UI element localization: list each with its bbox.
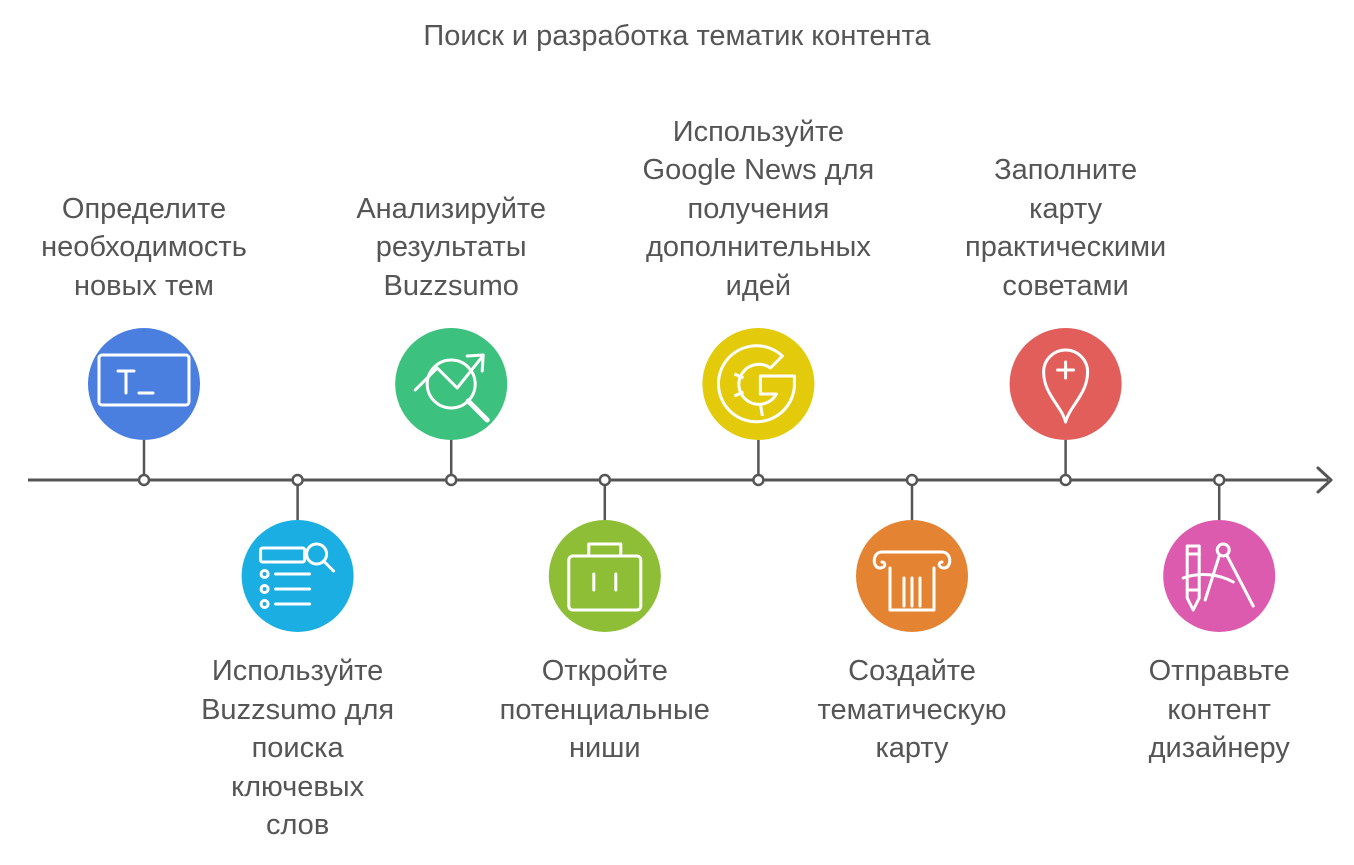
step6-circle bbox=[856, 520, 968, 632]
briefcase-icon bbox=[567, 542, 643, 612]
step5-label-line: получения bbox=[687, 192, 830, 225]
step5-label-line: Google News для bbox=[642, 154, 875, 186]
column-icon bbox=[872, 550, 952, 612]
step2-label-line: Buzzsumo для bbox=[201, 693, 395, 726]
step7-axis-node bbox=[1059, 473, 1072, 487]
step4-axis-node bbox=[598, 473, 612, 487]
trend-search-icon bbox=[413, 353, 490, 423]
step7-label-line: советами bbox=[1002, 269, 1129, 302]
timeline-arrow-head bbox=[1316, 466, 1333, 494]
step8-label-line: Отправьте bbox=[1148, 655, 1290, 687]
step4-label-line: Откройте bbox=[541, 655, 668, 687]
step6-label-line: тематическую bbox=[817, 693, 1007, 726]
step6-axis-node bbox=[905, 473, 919, 487]
map-pin-plus-icon bbox=[1042, 348, 1090, 424]
step6-label: Создайте тематическую карту bbox=[782, 652, 1042, 768]
step7-label-line: карту bbox=[1029, 192, 1103, 225]
step8-label: Отправьте контент дизайнеру bbox=[1089, 652, 1349, 768]
step1-label-line: новых тем bbox=[74, 269, 214, 302]
step4-label-line: потенциальные bbox=[499, 693, 710, 726]
search-list-icon bbox=[259, 542, 336, 609]
step4-label: Откройте потенциальные ниши bbox=[475, 652, 735, 768]
step5-axis-node bbox=[752, 473, 765, 487]
step6-label-line: Создайте bbox=[848, 655, 976, 687]
step2-label-line: слов bbox=[265, 809, 330, 841]
step3-label-line: результаты bbox=[375, 231, 527, 263]
step1-axis-node bbox=[137, 473, 151, 487]
step3-label-line: Анализируйте bbox=[356, 192, 547, 225]
step3-axis-node bbox=[444, 473, 458, 487]
step2-label-line: Используйте bbox=[211, 655, 384, 687]
step2-circle bbox=[241, 520, 354, 632]
step2-label-line: ключевых bbox=[231, 770, 365, 803]
step2-axis-node bbox=[291, 473, 304, 487]
step4-circle bbox=[548, 520, 661, 632]
terminal-icon bbox=[97, 353, 191, 407]
step1-label-line: необходимость bbox=[41, 231, 247, 263]
step7-label: Заполните карту практическими советами bbox=[936, 151, 1196, 305]
step5-label-line: Используйте bbox=[672, 115, 845, 148]
step1-label: Определите необходимость новых тем bbox=[14, 190, 274, 306]
step5-label-line: дополнительных bbox=[645, 231, 871, 263]
google-icon bbox=[716, 344, 796, 424]
step5-label-line: идей bbox=[725, 269, 792, 302]
step1-label-line: Определите bbox=[61, 192, 227, 225]
step2-label-line: поиска bbox=[251, 732, 344, 764]
step6-label-line: карту bbox=[875, 732, 949, 764]
step8-axis-node bbox=[1212, 473, 1226, 487]
step1-circle bbox=[88, 328, 200, 440]
step8-label-line: дизайнеру bbox=[1148, 732, 1290, 764]
diagram-title: Поиск и разработка тематик контента bbox=[423, 20, 931, 52]
design-tools-icon bbox=[1181, 542, 1255, 612]
step7-label-line: Заполните bbox=[994, 154, 1138, 186]
step4-label-line: ниши bbox=[568, 732, 641, 764]
step7-circle bbox=[1009, 328, 1122, 440]
step7-label-line: практическими bbox=[964, 231, 1167, 263]
step3-label-line: Buzzsumo bbox=[383, 269, 519, 302]
step8-label-line: контент bbox=[1167, 693, 1271, 726]
